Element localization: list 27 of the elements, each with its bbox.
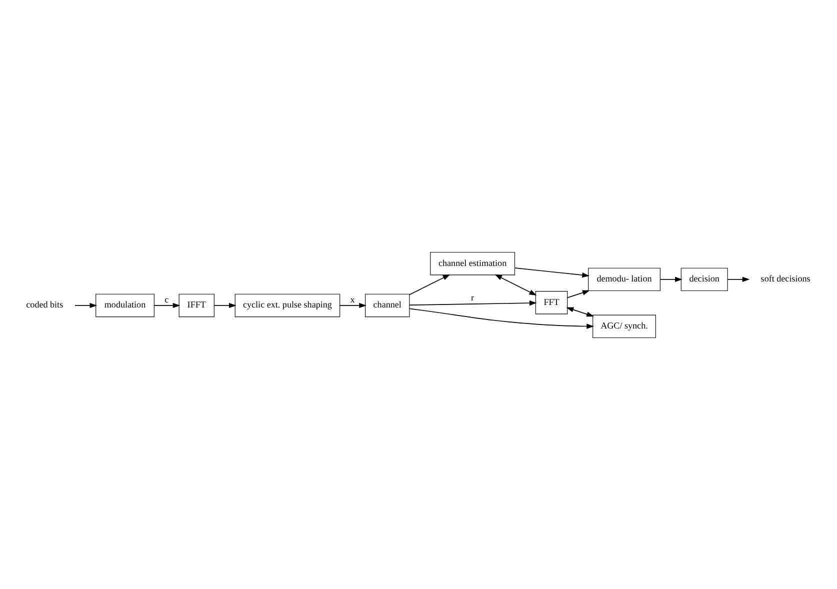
node-box: channel estimation: [430, 251, 515, 275]
arrow: [409, 274, 450, 295]
node-box: channel: [365, 293, 410, 317]
arrow: [567, 290, 590, 298]
arrow: [339, 302, 366, 308]
node-box: AGC/ synch.: [592, 314, 656, 338]
arrow: [494, 274, 537, 295]
arrow: [660, 276, 682, 282]
arrow: [566, 306, 594, 316]
arrow: [514, 267, 590, 278]
node-box: modulation: [96, 293, 154, 317]
arrow: [74, 302, 98, 308]
node-box: decision: [680, 267, 728, 291]
arrow: [409, 308, 594, 328]
arrow: [409, 300, 537, 306]
node-text: coded bits: [26, 299, 64, 310]
arrow: [727, 276, 750, 282]
arrow: [214, 302, 236, 308]
node-box: cyclic ext. pulse shaping: [234, 293, 340, 317]
edge-label: r: [471, 292, 474, 302]
node-box: demodu- lation: [588, 267, 660, 291]
node-box: IFFT: [178, 293, 214, 317]
edge-label: c: [164, 294, 169, 304]
edge-label: x: [350, 294, 355, 304]
arrow: [154, 302, 180, 308]
node-box: FFT: [535, 290, 568, 314]
node-text: soft decisions: [760, 273, 810, 284]
